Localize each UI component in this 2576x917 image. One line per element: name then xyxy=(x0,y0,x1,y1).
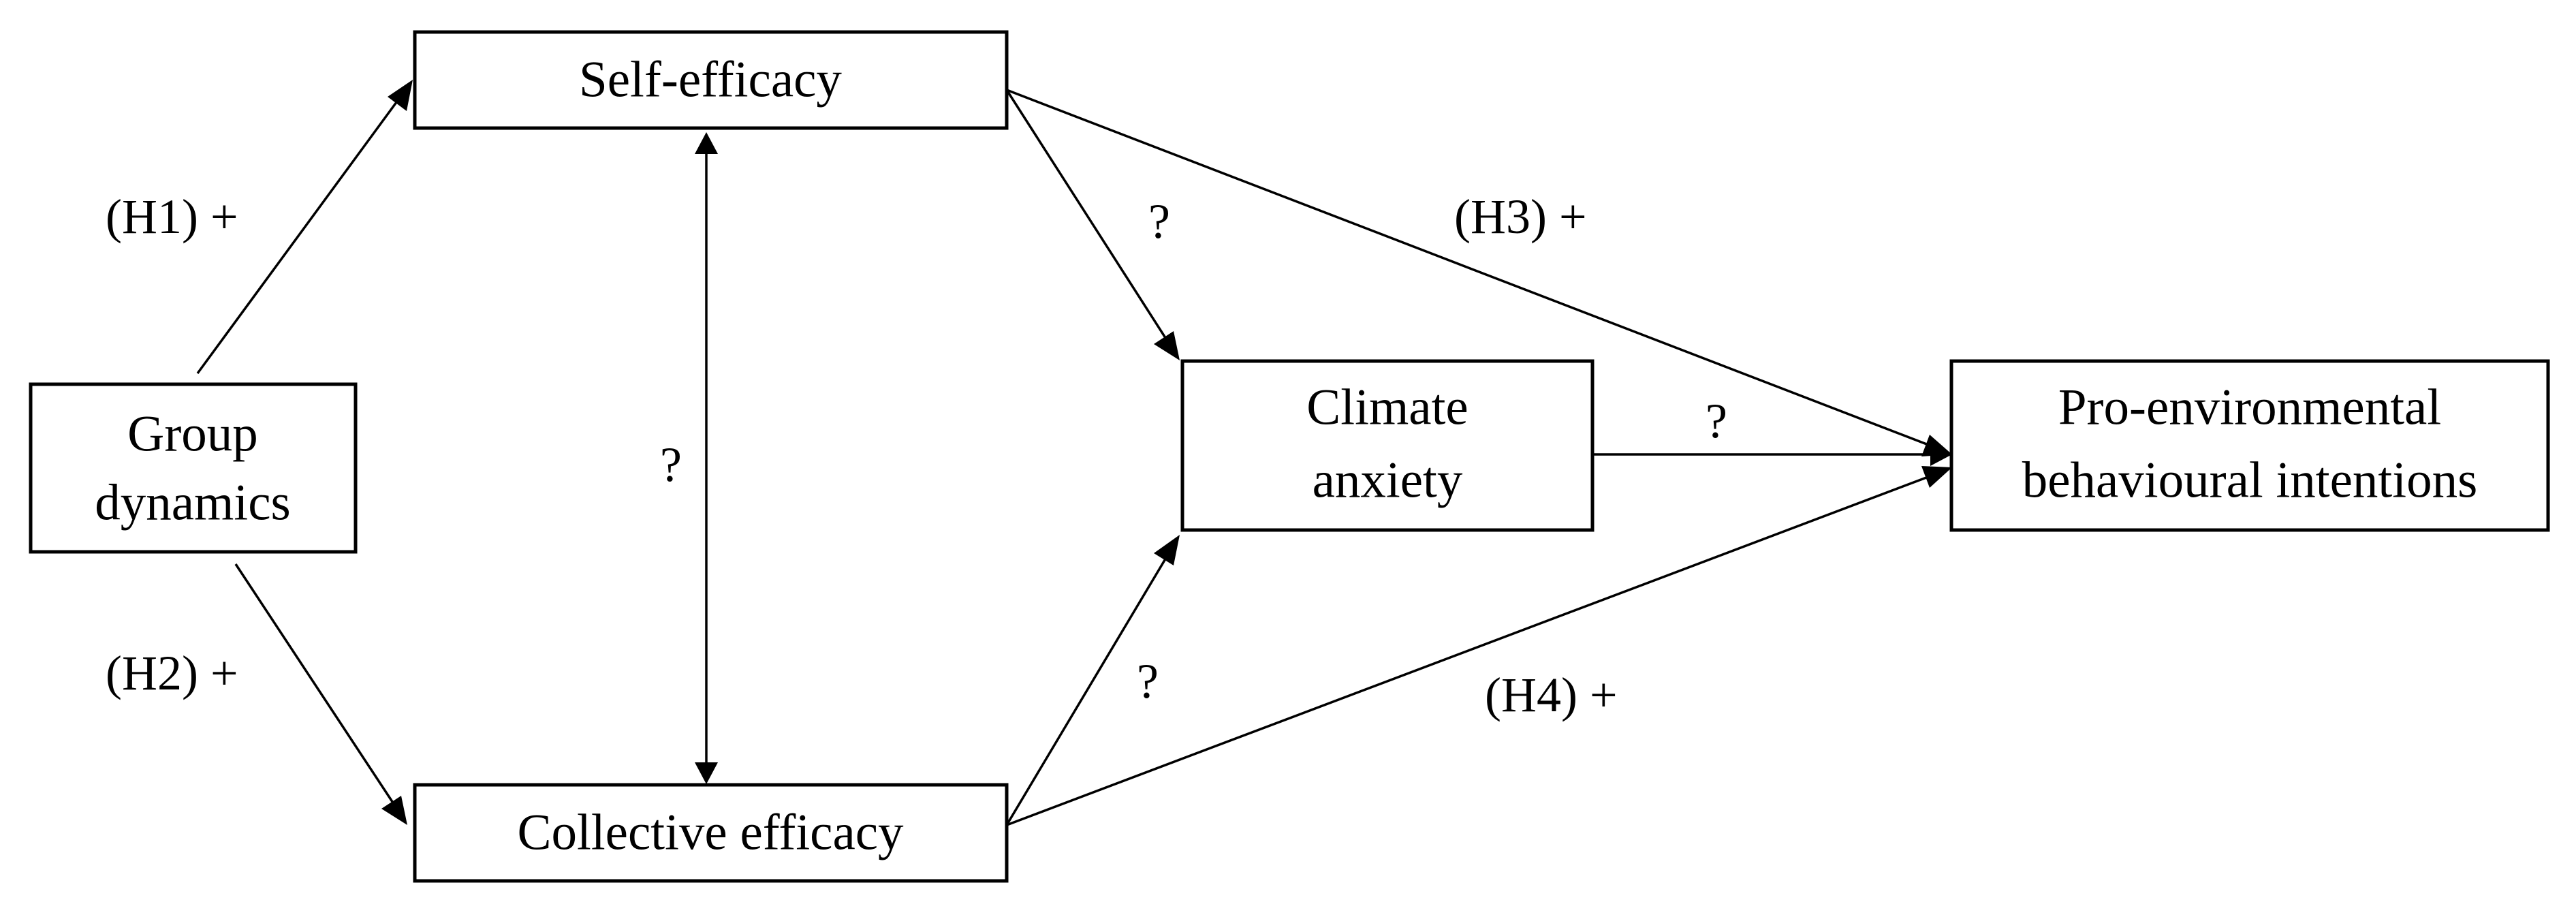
edge-label-h1: (H1) + xyxy=(106,189,238,244)
arrowhead-pro-env-from-anxiety xyxy=(1930,443,1952,466)
edge-labels: (H1) + (H2) + (H3) + (H4) + ? ? ? ? xyxy=(106,189,1727,722)
edge-label-h4: (H4) + xyxy=(1485,668,1618,722)
node-label: Collective efficacy xyxy=(517,805,904,861)
arrowhead-climate-anxiety-from-collective xyxy=(1154,535,1180,565)
node-label-line1: Climate xyxy=(1306,379,1468,436)
edge-label-collective-anxiety: ? xyxy=(1137,654,1159,709)
node-collective-efficacy: Collective efficacy xyxy=(413,783,1009,883)
node-box xyxy=(413,783,1009,883)
edge-label-h3: (H3) + xyxy=(1454,189,1587,244)
node-label-line2: dynamics xyxy=(95,475,290,531)
node-box xyxy=(1949,359,2550,532)
arrowhead-collective-efficacy-from-group xyxy=(381,796,407,825)
edge-label-anxiety-pro: ? xyxy=(1706,394,1727,448)
node-box xyxy=(1180,359,1595,532)
node-label-line2: behavioural intentions xyxy=(2022,452,2478,509)
node-label: Self-efficacy xyxy=(579,52,842,108)
edge-label-self-collective: ? xyxy=(660,437,682,492)
node-pro-environmental-intentions: Pro-environmental behavioural intentions xyxy=(1949,359,2550,532)
node-group-dynamics: Group dynamics xyxy=(29,382,358,554)
edge-label-self-anxiety: ? xyxy=(1148,194,1170,249)
edge-group-to-self-efficacy xyxy=(196,88,407,375)
edge-collective-efficacy-to-climate-anxiety xyxy=(1005,546,1174,826)
arrowhead-self-efficacy-up xyxy=(695,132,718,154)
node-label-line1: Pro-environmental xyxy=(2058,379,2441,436)
edge-collective-efficacy-to-pro-env xyxy=(1006,470,1943,826)
node-label-line2: anxiety xyxy=(1313,452,1463,509)
node-self-efficacy: Self-efficacy xyxy=(413,30,1009,130)
arrowhead-collective-efficacy-down xyxy=(695,762,718,784)
node-label-line1: Group xyxy=(127,406,258,463)
node-climate-anxiety: Climate anxiety xyxy=(1180,359,1595,532)
node-box xyxy=(413,30,1009,130)
edge-label-h2: (H2) + xyxy=(106,646,238,700)
arrowhead-climate-anxiety-from-self xyxy=(1154,331,1180,360)
edges xyxy=(196,80,1952,826)
arrowhead-self-efficacy-from-group xyxy=(388,80,413,111)
node-box xyxy=(29,382,358,554)
edge-group-to-collective-efficacy xyxy=(234,563,402,815)
edge-self-efficacy-to-climate-anxiety xyxy=(1005,89,1174,350)
edge-self-efficacy-to-pro-env xyxy=(1006,89,1943,452)
arrowhead-pro-env-from-collective xyxy=(1921,466,1952,488)
